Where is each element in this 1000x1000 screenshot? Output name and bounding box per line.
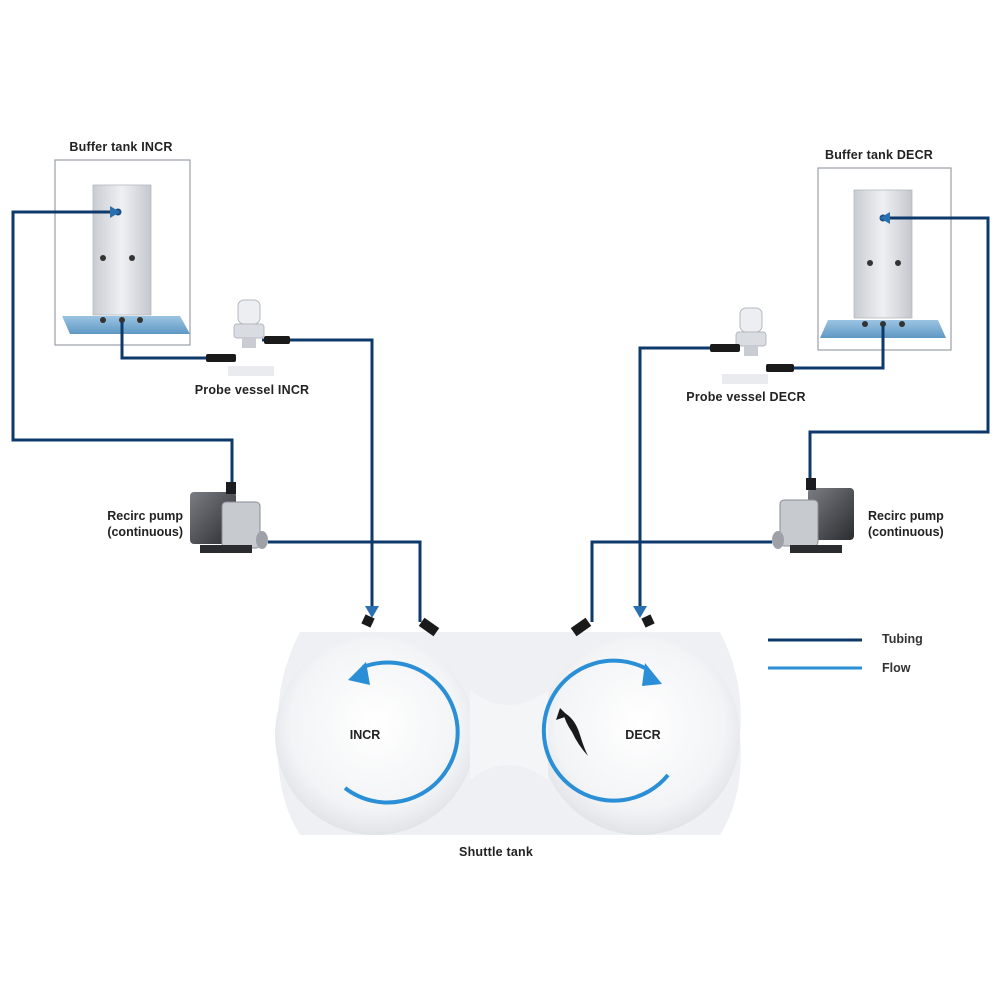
- probe-vessel-incr-label: Probe vessel INCR: [194, 383, 310, 397]
- fish-icon: [556, 708, 588, 756]
- legend: [768, 638, 862, 670]
- buffer-tank-decr-label: Buffer tank DECR: [824, 148, 934, 162]
- probe-connectors: [206, 336, 794, 372]
- flow-arrowheads: [110, 206, 890, 618]
- legend-tubing-label: Tubing: [882, 632, 923, 646]
- flow-circulation-decr: [541, 658, 670, 803]
- tank-decr-label: DECR: [625, 728, 661, 742]
- recirc-pump-incr-label: Recirc pump (continuous): [107, 508, 183, 540]
- nozzles: [361, 614, 655, 637]
- recirc-pump-decr-label-line2: (continuous): [868, 525, 944, 539]
- recirc-pump-incr: [190, 482, 268, 553]
- recirc-pump-incr-label-line1: Recirc pump: [107, 509, 183, 523]
- recirc-pump-incr-label-line2: (continuous): [107, 525, 183, 539]
- buffer-tank-incr-label: Buffer tank INCR: [69, 140, 173, 154]
- flow-circulation-incr: [343, 660, 460, 805]
- legend-flow-label: Flow: [882, 661, 911, 675]
- recirc-pump-decr-label: Recirc pump (continuous): [868, 508, 944, 540]
- recirc-pump-decr-label-line1: Recirc pump: [868, 509, 944, 523]
- recirc-pump-decr: [772, 478, 854, 553]
- tank-incr-label: INCR: [349, 728, 381, 742]
- shuttle-tank-label: Shuttle tank: [459, 845, 533, 859]
- tubing-lines: [11, 210, 990, 622]
- probe-vessel-decr-label: Probe vessel DECR: [686, 390, 806, 404]
- probe-vessel-decr: [722, 307, 768, 384]
- buffer-tank-incr: [54, 159, 191, 346]
- probe-vessel-incr: [228, 299, 274, 376]
- shuttle-tank: [275, 632, 741, 835]
- buffer-tank-decr: [817, 167, 952, 351]
